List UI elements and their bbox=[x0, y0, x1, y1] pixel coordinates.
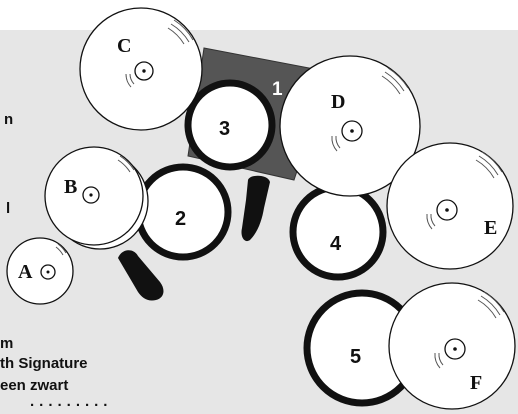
bass-pedal bbox=[241, 175, 270, 242]
cymbal-d-label: D bbox=[331, 91, 345, 113]
caption-fragment-5: een zwart bbox=[0, 377, 68, 394]
caption-fragment-2: l bbox=[6, 200, 10, 217]
caption-fragment-3: m bbox=[0, 335, 13, 352]
drum-4-shell bbox=[289, 183, 387, 281]
cymbal-e-label: E bbox=[484, 217, 497, 239]
drum-2: 2 bbox=[134, 163, 232, 261]
cymbal-b: B bbox=[44, 146, 149, 250]
cymbal-b-label: B bbox=[64, 176, 77, 198]
cymbal-a: A bbox=[6, 237, 74, 305]
caption-fragment-6: · · · · · · · · · bbox=[30, 397, 108, 414]
caption-fragment-4: th Signature bbox=[0, 355, 88, 372]
drum-5-label: 5 bbox=[350, 346, 361, 368]
cymbal-f: F bbox=[388, 282, 516, 410]
cymbal-e: E bbox=[386, 142, 514, 270]
cymbal-a-label: A bbox=[18, 261, 33, 283]
drum-3: 3 bbox=[184, 79, 276, 171]
drum-3-label: 3 bbox=[219, 118, 230, 140]
riser-label: 1 bbox=[272, 79, 283, 100]
caption-fragment-1: n bbox=[4, 111, 13, 128]
drum-2-label: 2 bbox=[175, 208, 186, 230]
drum-4: 4 bbox=[289, 183, 387, 281]
hihat-pedal-shape bbox=[118, 250, 164, 301]
drum-3-shell bbox=[184, 79, 276, 171]
drum-4-label: 4 bbox=[330, 233, 342, 255]
cymbal-c-label: C bbox=[117, 35, 131, 57]
cymbal-f-label: F bbox=[470, 372, 482, 394]
hihat-pedal bbox=[118, 250, 164, 301]
bass-pedal-shape bbox=[241, 175, 270, 242]
cymbal-a-body bbox=[6, 237, 74, 305]
cymbal-c: C bbox=[79, 7, 203, 131]
cymbal-d: D bbox=[279, 55, 421, 197]
